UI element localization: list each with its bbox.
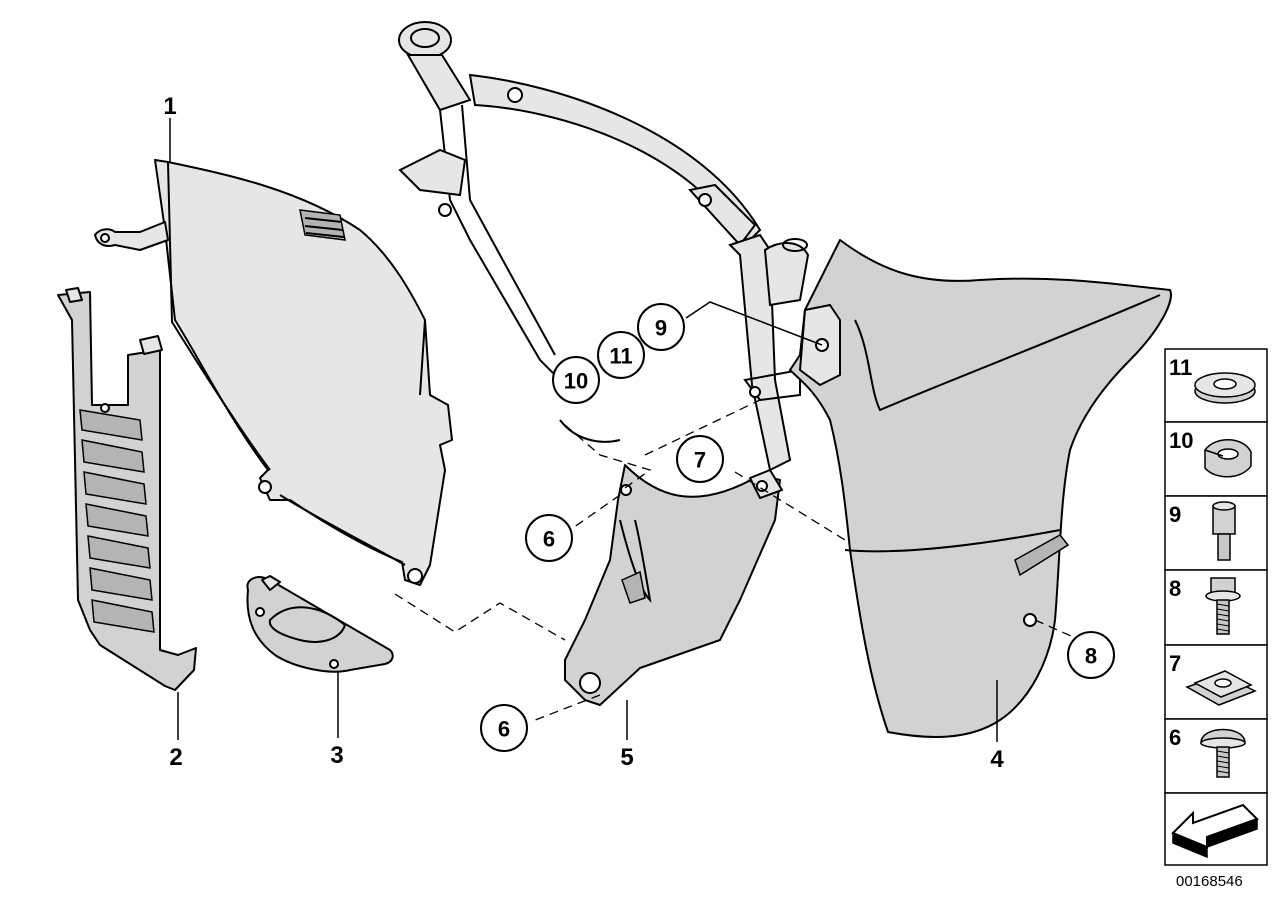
callout-8-label: 8 [1085, 644, 1097, 669]
legend-item-6: 6 [1164, 718, 1268, 794]
hardware-legend: 11 10 9 8 7 6 [1164, 348, 1268, 866]
spacer-bolt-icon [1212, 501, 1236, 561]
direction-arrow-icon [1171, 803, 1259, 859]
grille-louvers [79, 409, 155, 633]
legend-number: 8 [1169, 576, 1181, 601]
callout-9-label: 9 [655, 316, 667, 341]
washer-icon [1194, 372, 1256, 404]
part-2-louvered-grille [57, 287, 197, 691]
collar-screw-icon [1205, 577, 1241, 635]
callout-6-label: 6 [543, 527, 555, 552]
dashed-assembly-lines [394, 399, 1081, 723]
legend-item-8: 8 [1164, 569, 1268, 646]
diagram-number: 00168546 [1176, 873, 1243, 890]
legend-item-arrow [1164, 792, 1268, 866]
plain-callouts: 1 2 3 4 5 [163, 93, 1004, 773]
legend-item-11: 11 [1164, 348, 1268, 423]
callout-2: 2 [169, 744, 182, 771]
spring-nut-icon [1185, 670, 1257, 706]
callout-5: 5 [620, 744, 633, 771]
callout-bubble-9: 9 [637, 303, 685, 351]
callout-bubble-8: 8 [1067, 631, 1115, 679]
legend-number: 9 [1169, 502, 1181, 527]
legend-number: 10 [1169, 428, 1193, 453]
legend-number: 6 [1169, 725, 1181, 750]
clip-nut-icon [1204, 439, 1252, 478]
callout-10-label: 10 [564, 369, 588, 394]
callout-11-label: 11 [609, 344, 632, 369]
callout-7-label: 7 [694, 448, 706, 473]
callout-bubble-10: 10 [552, 356, 600, 404]
callout-4: 4 [990, 746, 1004, 773]
callout-bubble-11: 11 [597, 331, 645, 379]
callout-1: 1 [163, 93, 176, 120]
callout-3: 3 [330, 742, 343, 769]
part-1-radiator-cover [94, 159, 453, 586]
legend-number: 11 [1169, 355, 1192, 380]
callout-6-label: 6 [498, 717, 510, 742]
part-5-lower-trim [564, 464, 783, 706]
legend-box [1164, 644, 1268, 720]
frame-outline [398, 21, 810, 472]
legend-item-10: 10 [1164, 421, 1268, 497]
legend-item-9: 9 [1164, 495, 1268, 571]
part-3-cover-plate [246, 575, 394, 673]
bubble-callouts: 6 6 7 8 9 10 11 [480, 303, 1115, 752]
callout-bubble-7: 7 [676, 435, 724, 483]
legend-number: 7 [1169, 651, 1181, 676]
callout-bubble-6: 6 [480, 704, 528, 752]
cover-grille-detail [299, 209, 346, 241]
round-head-screw-icon [1200, 728, 1246, 778]
leader-lines [169, 118, 998, 742]
legend-item-7: 7 [1164, 644, 1268, 720]
callout-bubble-6: 6 [525, 514, 573, 562]
